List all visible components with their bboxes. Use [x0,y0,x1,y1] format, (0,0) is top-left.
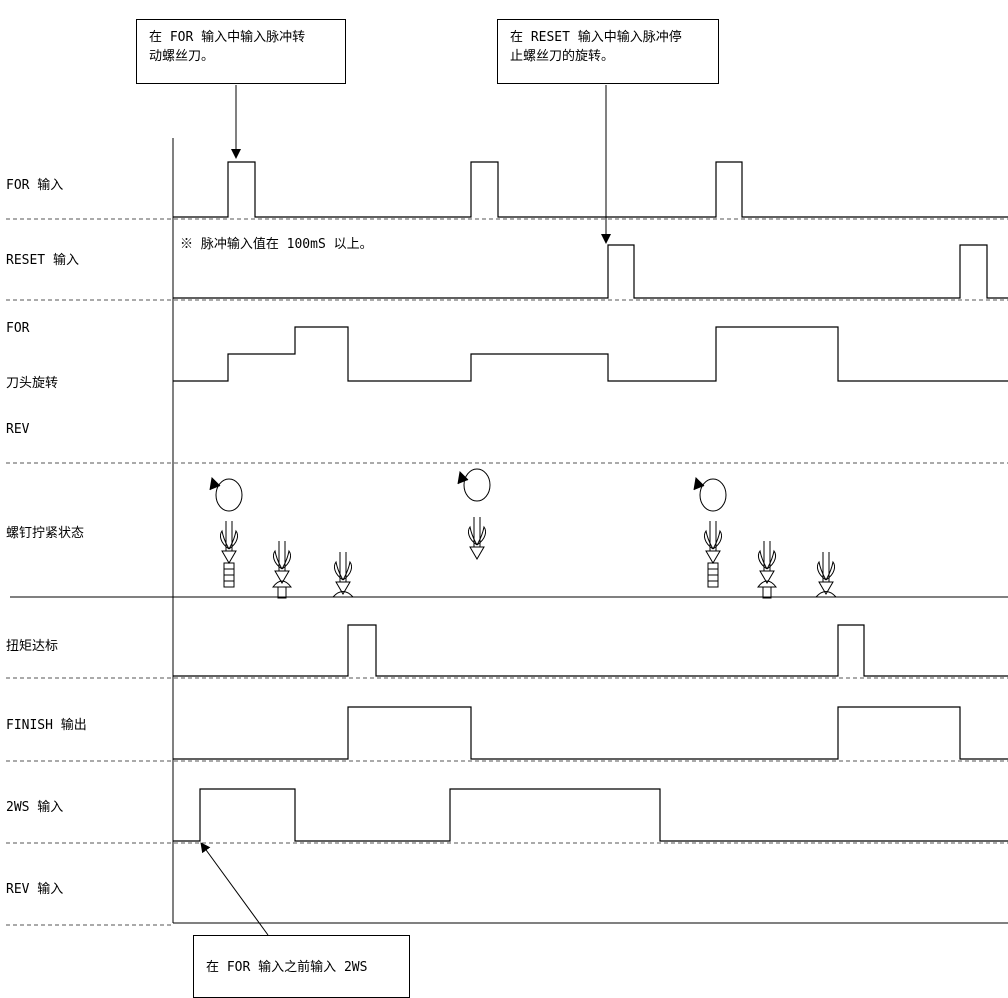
for-input-signal [173,161,1008,218]
callout-line: 在 RESET 输入中输入脉冲停 [510,30,682,45]
rotation-signal [173,326,1008,382]
ws-callout-arrow [200,842,269,936]
screw-illustrations [209,468,838,599]
row-label-rotation-for: FOR [6,321,30,336]
finish-signal [173,706,1008,760]
ws-input-signal [173,788,1008,842]
ws-before-callout: 在 FOR 输入之前输入 2WS [193,935,410,998]
row-label-rev-input: REV 输入 [6,882,64,897]
callout-line: 止螺丝刀的旋转。 [510,49,615,64]
row-label-for-input: FOR 输入 [6,178,64,193]
row-label-torque-reached: 扭矩达标 [6,639,59,654]
callout-line: 动螺丝刀。 [149,49,215,64]
row-dividers [6,218,1008,926]
torque-signal [173,624,1008,677]
callout-line: 在 FOR 输入之前输入 2WS [206,960,368,975]
row-label-reset-input: RESET 输入 [6,253,79,268]
row-label-finish-output: FINISH 输出 [6,718,87,733]
reset-input-signal [173,244,1008,299]
row-label-screw-state: 螺钉拧紧状态 [6,526,85,541]
row-label-ws-input: 2WS 输入 [6,800,64,815]
callout-line: 在 FOR 输入中输入脉冲转 [149,30,306,45]
reset-pulse-callout: 在 RESET 输入中输入脉冲停 止螺丝刀的旋转。 [497,19,719,84]
row-label-rotation-rev: REV [6,422,30,437]
row-label-rotation: 刀头旋转 [6,376,59,391]
pulse-duration-note: ※ 脉冲输入值在 100mS 以上。 [180,237,373,252]
for-pulse-callout: 在 FOR 输入中输入脉冲转 动螺丝刀。 [136,19,346,84]
